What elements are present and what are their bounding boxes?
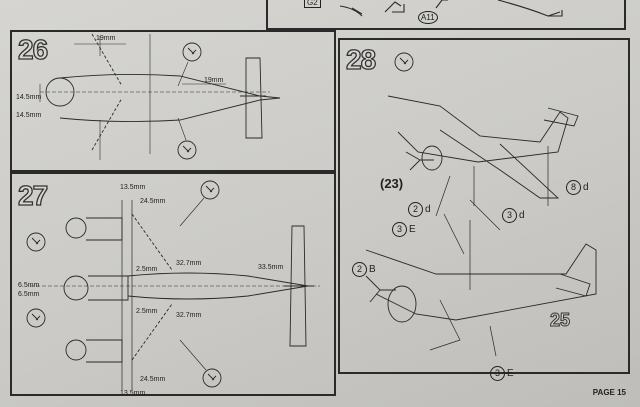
dim-26-top: 19mm	[96, 35, 116, 42]
step-27-panel: 27 13.5mm 24.5mm 2.5mm 32.7mm 33.5mm 6.5…	[10, 172, 336, 397]
dim-27-c2: 32.7mm	[176, 260, 202, 267]
dim-27-l1: 6.5mm	[18, 282, 40, 289]
dim-27-bot: 13.5mm	[120, 390, 146, 397]
dim-27-c3: 33.5mm	[258, 264, 284, 271]
dim-27-top-inner: 24.5mm	[140, 198, 166, 205]
step-27-number: 27	[17, 179, 48, 211]
dim-27-l2: 6.5mm	[18, 291, 40, 298]
ref-23-label: (23)	[380, 176, 404, 191]
part-label-a11: A11	[418, 11, 438, 24]
part-label-g2: G2	[304, 0, 321, 8]
step-26-number: 26	[17, 33, 48, 65]
ref-25-label: 25	[549, 310, 571, 331]
dim-27-top: 13.5mm	[120, 184, 146, 191]
dim-26-left-b: 14.5mm	[16, 112, 42, 119]
dim-27-c1: 2.5mm	[136, 266, 158, 273]
dim-27-bot-inner: 24.5mm	[140, 376, 166, 383]
dim-27-c4: 2.5mm	[136, 308, 158, 315]
step-28-number: 28	[345, 43, 376, 75]
top-strip: G2 A11	[266, 0, 626, 30]
dim-26-left-a: 14.5mm	[16, 94, 42, 101]
dim-26-mid: 19mm	[204, 77, 224, 84]
page-number: PAGE 15	[592, 388, 626, 397]
dim-27-c5: 32.7mm	[176, 312, 202, 319]
step-26-panel: 26 19mm 19mm 14.5mm 14.5mm	[10, 30, 336, 172]
